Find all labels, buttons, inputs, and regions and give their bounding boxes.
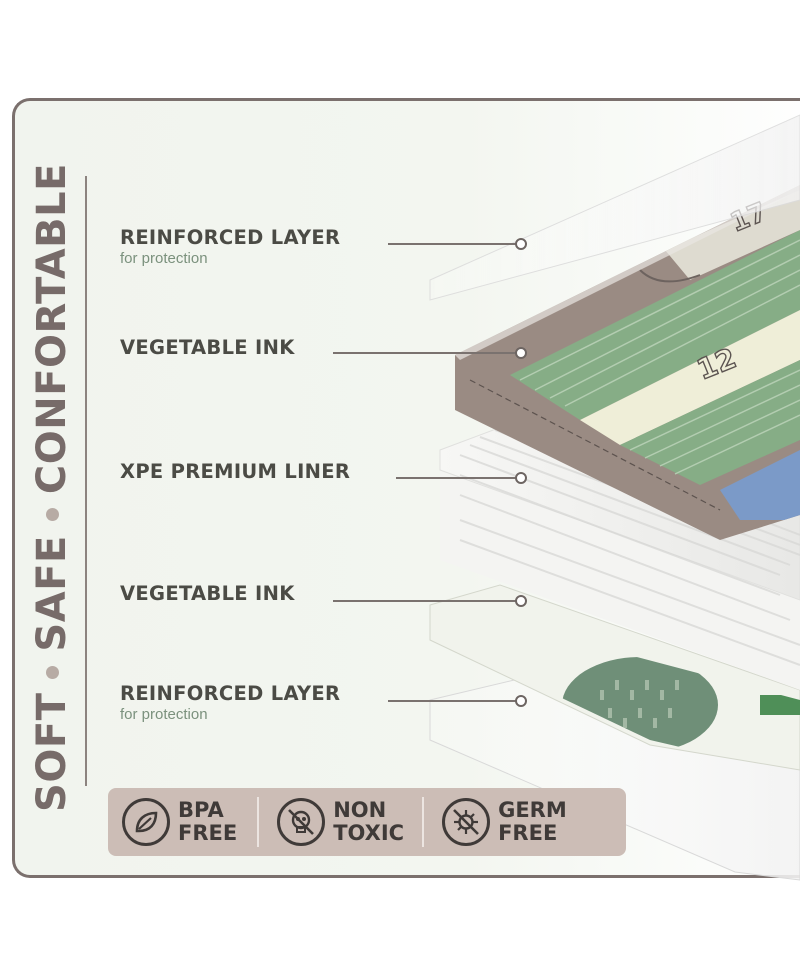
leader-knot (515, 595, 527, 607)
leader-line (333, 600, 518, 602)
layer-title: VEGETABLE INK (120, 336, 295, 359)
leader-knot (515, 238, 527, 250)
tagline-word-soft: SOFT (29, 692, 75, 812)
badge-bpa-free: BPA FREE (122, 788, 237, 856)
leader-line (333, 352, 518, 354)
top-ink-sheet: 17 12 (455, 185, 800, 540)
vertical-tagline: SOFT SAFE CONFORTABLE (26, 110, 78, 865)
vertical-divider (85, 176, 87, 786)
badge-line2: TOXIC (333, 821, 405, 845)
certification-badges: BPA FREE NON TOXIC (108, 788, 626, 856)
leader-knot (515, 472, 527, 484)
layer-label-top-ink: VEGETABLE INK (120, 336, 295, 359)
layer-label-xpe: XPE PREMIUM LINER (120, 460, 350, 483)
badge-divider (422, 797, 425, 847)
badge-line1: GERM (498, 798, 567, 822)
badge-line2: FREE (498, 821, 558, 845)
badge-line1: NON (333, 798, 387, 822)
layer-subtitle: for protection (120, 250, 208, 267)
badge-line1: BPA (178, 798, 224, 822)
badge-non-toxic: NON TOXIC (277, 788, 404, 856)
leaf-icon (122, 798, 170, 846)
badge-divider (257, 797, 260, 847)
leader-line (396, 477, 518, 479)
layer-title: REINFORCED LAYER (120, 226, 341, 249)
layer-subtitle: for protection (120, 706, 208, 723)
skull-no-icon (277, 798, 326, 846)
leader-line (388, 243, 518, 245)
layer-title: VEGETABLE INK (120, 582, 295, 605)
badge-line2: FREE (178, 821, 238, 845)
tagline-word-safe: SAFE (29, 535, 75, 652)
top-reinforced-film (429, 114, 800, 301)
tagline-word-confortable: CONFORTABLE (29, 163, 75, 495)
layer-label-bottom-ink: VEGETABLE INK (120, 582, 295, 605)
badge-germ-free: GERM FREE (442, 788, 567, 856)
layer-label-top-reinforced: REINFORCED LAYER for protection (120, 226, 340, 267)
leader-line (388, 700, 518, 702)
leader-knot (515, 347, 527, 359)
tagline-dot (45, 665, 59, 679)
layer-label-bottom-reinforced: REINFORCED LAYER for protection (120, 682, 340, 723)
layer-title: XPE PREMIUM LINER (120, 460, 351, 483)
xpe-foam-layer (439, 404, 800, 690)
tagline-dot (45, 508, 59, 522)
leader-knot (515, 695, 527, 707)
germ-no-icon (442, 798, 491, 846)
layer-title: REINFORCED LAYER (120, 682, 341, 705)
